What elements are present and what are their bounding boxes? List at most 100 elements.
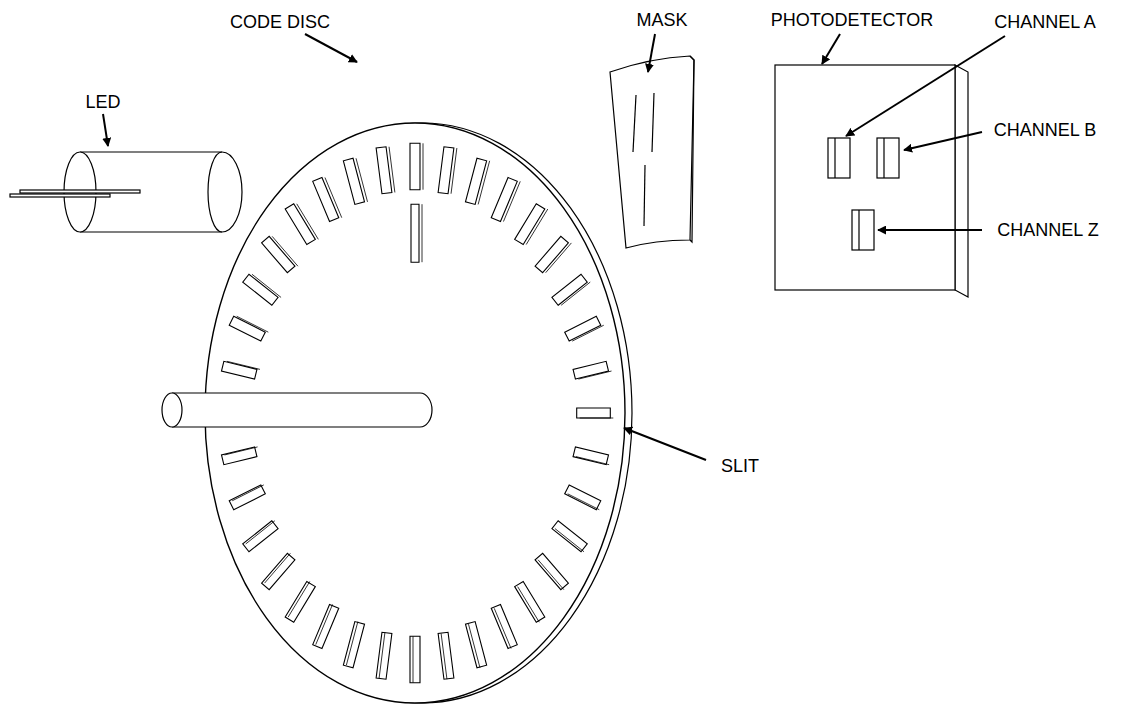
slit-depth [265, 553, 291, 583]
slit-depth [252, 274, 281, 297]
slit-depth [389, 147, 395, 193]
led-rim [208, 152, 222, 232]
slit-depth [526, 209, 548, 245]
slit-depth [227, 361, 260, 369]
slit-depth [503, 181, 520, 221]
slit-depth [297, 204, 319, 240]
leader-line [846, 36, 1005, 136]
disc-slit [515, 581, 545, 622]
part-label: CHANNEL Z [997, 220, 1098, 240]
mask-slit [644, 165, 645, 226]
part-label: CHANNEL B [994, 120, 1096, 140]
disc-slit [229, 316, 265, 341]
slit-depth [316, 604, 333, 644]
leader-group [103, 34, 1005, 460]
leader-line [624, 428, 706, 460]
disc-slit [465, 158, 486, 204]
leader-line [305, 34, 357, 62]
led-lead [10, 194, 110, 197]
slit-depth [441, 634, 447, 680]
disc-slit [243, 521, 278, 552]
disc-slit [411, 204, 419, 262]
detector-face [775, 65, 955, 290]
disc-slit [343, 158, 364, 204]
disc-slit [221, 447, 256, 465]
part-label: CODE DISC [230, 12, 330, 32]
disc-slit [491, 604, 517, 648]
mask-edge [690, 56, 694, 242]
disc-slit [565, 485, 601, 510]
disc-slit [376, 632, 392, 679]
slit-depth [494, 608, 511, 648]
slit-depth [578, 371, 611, 379]
slit-depth [423, 143, 424, 189]
slit-depth [568, 494, 600, 510]
disc-slit [552, 521, 587, 552]
slit-depth [325, 178, 342, 218]
part-label: PHOTODETECTOR [771, 10, 933, 30]
leader-line [103, 114, 108, 146]
slit-depth [422, 204, 423, 262]
mask-plate [610, 56, 694, 248]
slit-depth [572, 325, 604, 341]
slit-depth [546, 243, 572, 273]
disc-slit [376, 147, 392, 194]
disc-slit [491, 178, 517, 222]
channel-window [877, 138, 899, 178]
slit-depth [576, 457, 609, 465]
part-label: MASK [636, 10, 687, 30]
part-label: SLIT [721, 456, 759, 476]
disc-slit [313, 178, 339, 222]
slit-depth [246, 521, 275, 544]
disc-slit [535, 553, 568, 589]
disc-slit [573, 447, 608, 465]
slit-depth [580, 418, 614, 419]
leader-line [878, 229, 982, 231]
slit-depth [232, 485, 264, 501]
disc-slit [535, 236, 568, 272]
channel-window [852, 210, 874, 250]
disc-slit [565, 316, 601, 341]
disc-slit [577, 408, 611, 418]
leader-line [648, 34, 655, 72]
led-symbol [10, 152, 242, 232]
window-edge [883, 138, 884, 178]
slit-depth [538, 560, 564, 590]
slit-depth [346, 622, 357, 666]
slit-depth [451, 148, 457, 194]
disc-slit [343, 622, 364, 668]
part-label: CHANNEL A [994, 12, 1095, 32]
disc-slit [438, 147, 454, 194]
disc-slit [410, 636, 420, 682]
slit-depth [561, 282, 590, 305]
disc-slit [262, 236, 295, 272]
disc-slit [552, 274, 587, 305]
disc-slit [243, 274, 278, 305]
slit-depth [413, 636, 414, 682]
slit-depth [224, 447, 257, 455]
disc-slit [285, 581, 315, 622]
slit-depth [478, 161, 489, 205]
slit-depth [356, 158, 367, 202]
disc-slit [262, 553, 295, 589]
leader-line [822, 34, 840, 64]
shaft-end [162, 393, 182, 427]
slit-depth [518, 587, 540, 623]
slit-depth [272, 236, 298, 266]
mask [610, 56, 694, 248]
disc-slit [438, 632, 454, 679]
slit-depth [288, 581, 310, 617]
part-label: LED [85, 92, 120, 112]
leader-line [904, 132, 982, 150]
disc-slit [229, 485, 265, 510]
slit-depth [468, 624, 479, 668]
window-edge [834, 138, 835, 178]
shaft [162, 393, 432, 427]
channel-window [828, 138, 850, 178]
disc-slit [313, 604, 339, 648]
led-lead [20, 190, 140, 193]
detector-side [955, 65, 968, 297]
mask-slit [633, 95, 636, 152]
